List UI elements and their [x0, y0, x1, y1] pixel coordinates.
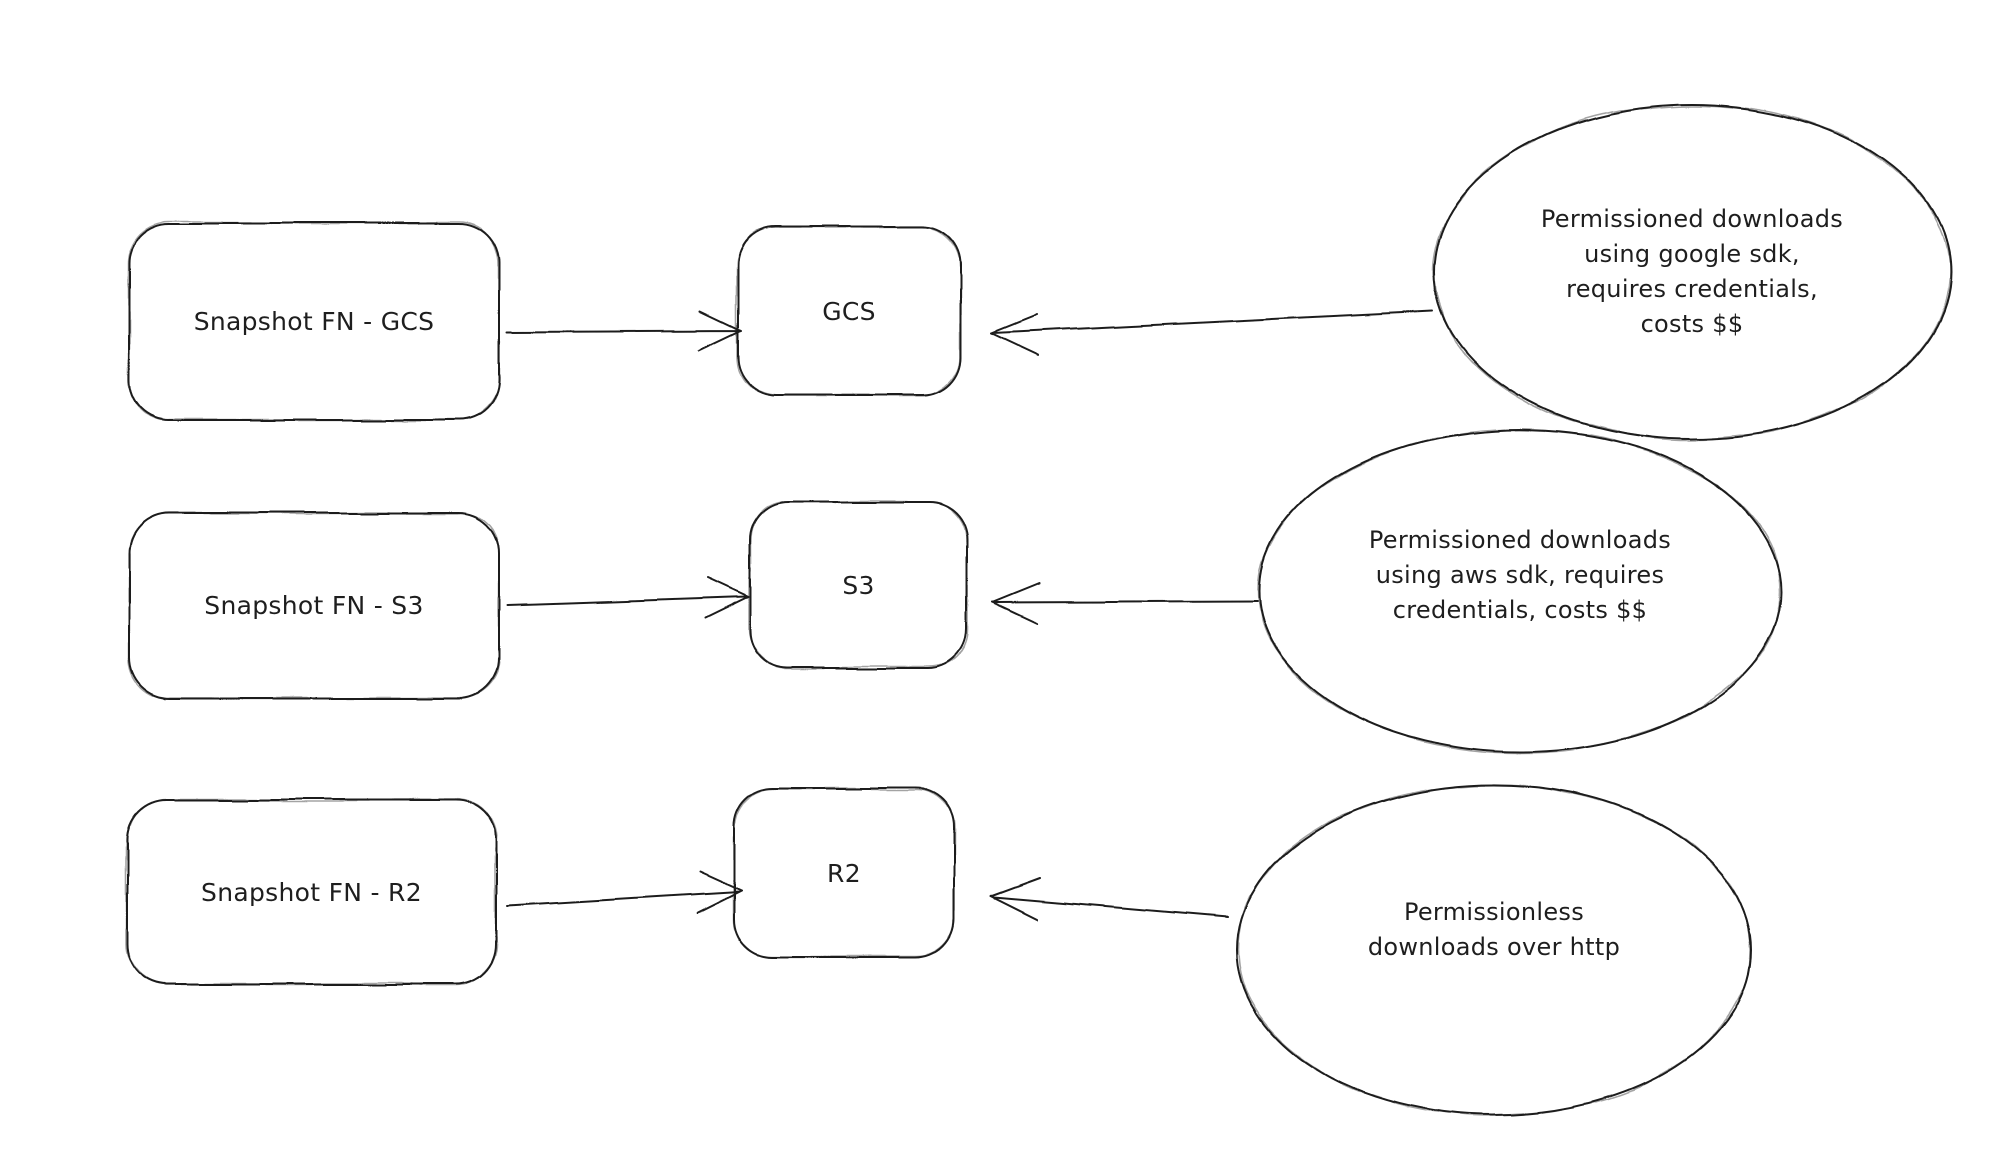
arrow-source-to-gcs	[505, 311, 742, 352]
arrow-note-to-r2	[990, 877, 1228, 920]
note-line: using google sdk,	[1584, 240, 1800, 268]
source-box-s3-overstroke	[128, 512, 500, 699]
storage-label-gcs: GCS	[738, 227, 960, 395]
note-line: Permissionless	[1403, 898, 1585, 926]
arrow-source-to-s3	[506, 577, 749, 619]
note-label-gcs: Permissioned downloads using google sdk,…	[1434, 105, 1950, 439]
arrow-note-to-gcs	[990, 310, 1434, 356]
storage-label-s3: S3	[750, 502, 967, 668]
note-line: using aws sdk, requires	[1375, 560, 1665, 589]
source-label-r2-text: Snapshot FN - R2	[201, 877, 422, 907]
source-label-r2: Snapshot FN - R2	[127, 800, 496, 984]
arrow-source-to-r2	[506, 871, 742, 914]
note-line: downloads over http	[1367, 933, 1621, 961]
note-ellipse-gcs-overstroke	[1433, 104, 1951, 440]
source-label-s3-text: Snapshot FN - S3	[204, 591, 424, 620]
source-label-s3: Snapshot FN - S3	[129, 513, 499, 698]
storage-box-s3-overstroke	[749, 501, 968, 669]
storage-box-r2-overstroke	[733, 788, 955, 958]
note-line: Permissioned downloads	[1540, 205, 1844, 233]
arrow-note-to-s3	[992, 582, 1258, 624]
note-ellipse-s3-overstroke	[1258, 429, 1782, 753]
note-ellipse-r2-overstroke	[1236, 784, 1752, 1116]
source-box-gcs-overstroke	[128, 222, 500, 421]
source-label-gcs: Snapshot FN - GCS	[129, 223, 499, 420]
note-line: credentials, costs $$	[1392, 595, 1648, 624]
note-line: requires credentials,	[1566, 275, 1818, 303]
storage-label-r2-text: R2	[827, 858, 861, 888]
storage-label-gcs-text: GCS	[822, 296, 876, 326]
note-line: Permissioned downloads	[1368, 525, 1672, 554]
note-label-s3: Permissioned downloads using aws sdk, re…	[1259, 414, 1781, 736]
note-line: costs $$	[1640, 310, 1744, 338]
storage-box-gcs-overstroke	[737, 226, 961, 396]
storage-label-s3-text: S3	[842, 570, 875, 600]
source-label-gcs-text: Snapshot FN - GCS	[193, 307, 435, 336]
storage-label-r2: R2	[734, 789, 954, 957]
source-box-r2-overstroke	[126, 799, 497, 985]
note-label-r2: Permissionless downloads over http	[1237, 765, 1751, 1095]
